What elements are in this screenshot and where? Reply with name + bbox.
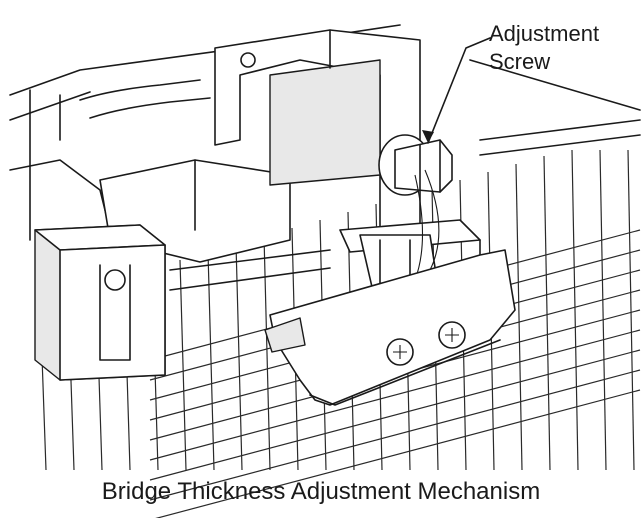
mesh-wire-vertical [599,149,607,471]
mesh-wire-vertical [263,235,271,471]
figure-caption: Bridge Thickness Adjustment Mechanism [101,478,541,505]
screw-icon [378,134,453,281]
front-plate [264,249,516,406]
mesh-wire-vertical [627,149,635,471]
callout-line-2: Screw [489,49,551,74]
mesh-wire-horizontal [149,349,641,481]
clamp-block [34,224,166,381]
mesh-wire-horizontal [149,389,641,521]
mesh-wire-horizontal [149,369,641,501]
mesh-wire-vertical [179,259,187,471]
callout-arrow [422,37,491,144]
mesh-wire-vertical [515,163,523,471]
mesh-wire-vertical [207,251,215,471]
u-bracket [214,29,481,301]
adjustment-screw-label: Adjustment Screw [489,20,599,76]
mesh-wire-vertical [543,155,551,471]
mesh-wire-horizontal [149,329,641,461]
callout-line-1: Adjustment [489,21,600,46]
mesh-wire-vertical [571,149,579,471]
